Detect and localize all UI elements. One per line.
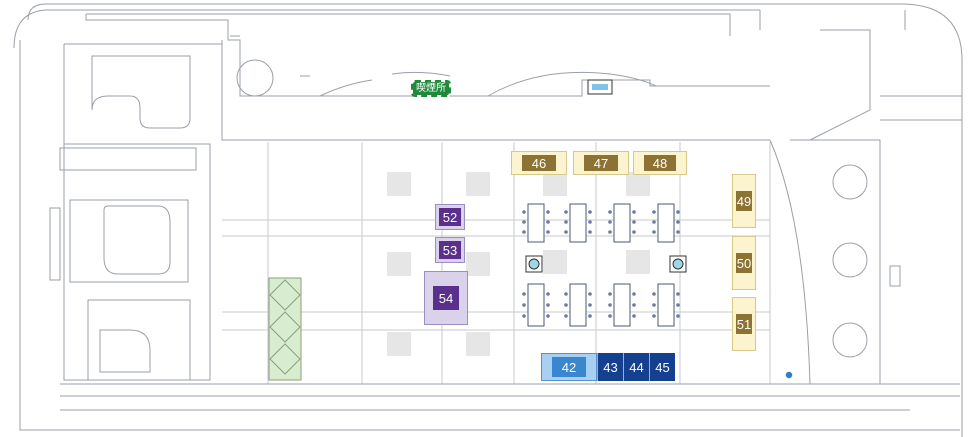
booth-52[interactable]: 52 xyxy=(435,204,465,230)
bottom-corridor xyxy=(60,383,960,411)
booth-number: 43 xyxy=(597,353,623,381)
booth-number: 54 xyxy=(433,286,459,310)
booth-number: 51 xyxy=(736,314,752,334)
booth-54[interactable]: 54 xyxy=(424,271,468,325)
facility-icons xyxy=(525,79,794,380)
smoking-area-label: 喫煙所 xyxy=(413,82,449,95)
booth-number: 47 xyxy=(584,155,618,171)
booth-53[interactable]: 53 xyxy=(435,237,465,263)
booth-42[interactable]: 42 xyxy=(541,353,597,381)
pillars xyxy=(387,172,650,356)
booth-number: 52 xyxy=(439,208,461,226)
booth-number: 53 xyxy=(439,241,461,259)
booth-43[interactable]: 43 xyxy=(597,353,623,381)
smoking-area[interactable]: 喫煙所 xyxy=(411,80,451,97)
booth-49[interactable]: 49 xyxy=(732,174,756,228)
booth-number: 42 xyxy=(552,357,586,377)
booth-number: 44 xyxy=(623,353,649,381)
green-area xyxy=(268,277,302,381)
seat-dots xyxy=(522,210,680,318)
booth-number: 48 xyxy=(644,155,676,171)
building-outline xyxy=(19,3,963,437)
top-corridor xyxy=(85,13,770,97)
booth-45[interactable]: 45 xyxy=(649,353,675,381)
left-wing xyxy=(63,43,223,381)
booth-number: 50 xyxy=(736,253,752,273)
booth-number: 49 xyxy=(736,191,752,211)
booth-44[interactable]: 44 xyxy=(623,353,649,381)
right-curved-wall xyxy=(769,30,881,385)
booth-48[interactable]: 48 xyxy=(633,151,687,175)
booth-47[interactable]: 47 xyxy=(573,151,629,175)
booth-51[interactable]: 51 xyxy=(732,297,756,351)
booth-46[interactable]: 46 xyxy=(511,151,567,175)
outer-wall xyxy=(13,9,906,49)
booth-50[interactable]: 50 xyxy=(732,236,756,290)
booth-number: 45 xyxy=(649,353,675,381)
booth-number: 46 xyxy=(522,155,556,171)
round-towers xyxy=(236,59,901,358)
hall-grid xyxy=(222,142,771,384)
seating-area xyxy=(527,203,675,327)
